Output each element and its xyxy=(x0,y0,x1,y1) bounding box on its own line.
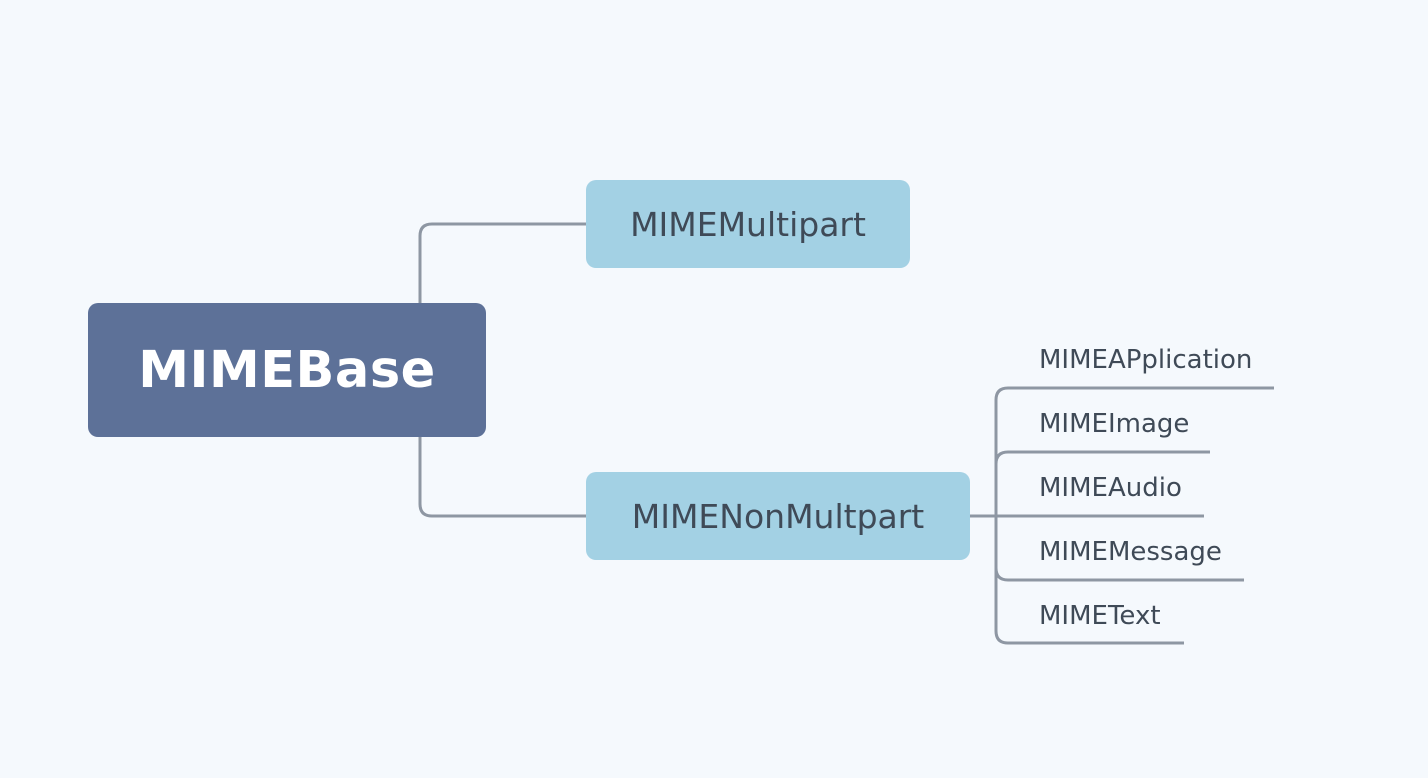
connector-leaf-mimemessage xyxy=(994,567,1244,582)
connector-leaf-mimeimage xyxy=(994,450,1210,465)
root-node-label: MIMEBase xyxy=(138,340,436,400)
branch-node-mimenonmultpart[interactable]: MIMENonMultpart xyxy=(586,472,970,560)
connector-leaf-mimetext xyxy=(994,630,1184,645)
connector-root-to-nonmultipart xyxy=(418,437,586,518)
leaf-node-mimeaudio[interactable]: MIMEAudio xyxy=(1039,473,1182,503)
branch-node-label: MIMENonMultpart xyxy=(631,496,925,536)
leaf-node-mimetext[interactable]: MIMEText xyxy=(1039,601,1161,631)
connector-leaf-mimeapplication xyxy=(994,386,1274,401)
root-node-mimebase[interactable]: MIMEBase xyxy=(88,303,486,437)
connector-root-to-multipart xyxy=(418,222,586,303)
branch-node-mimemultipart[interactable]: MIMEMultipart xyxy=(586,180,910,268)
leaf-node-mimemessage[interactable]: MIMEMessage xyxy=(1039,537,1222,567)
branch-node-label: MIMEMultipart xyxy=(630,204,866,244)
leaf-node-mimeapplication[interactable]: MIMEAPplication xyxy=(1039,345,1253,375)
leaf-node-mimeimage[interactable]: MIMEImage xyxy=(1039,409,1190,439)
